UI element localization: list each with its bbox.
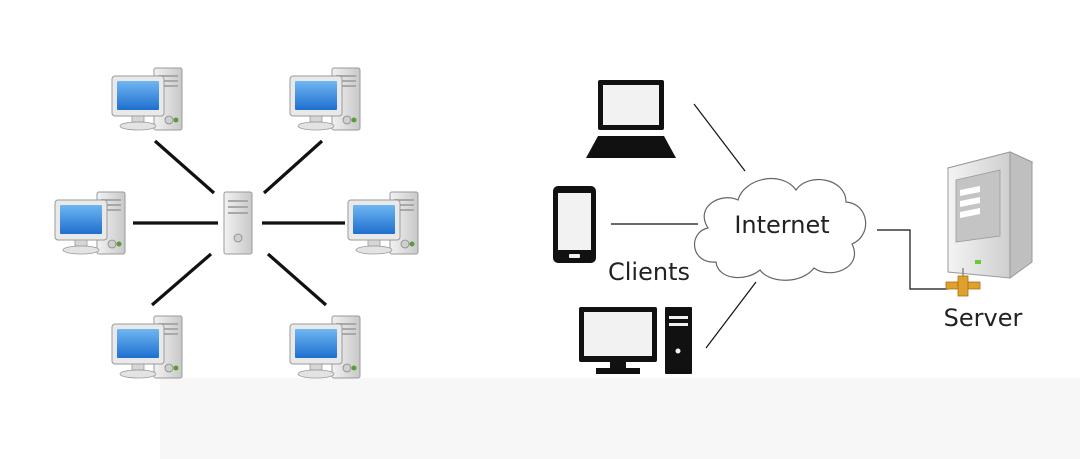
desktop-pc-icon bbox=[347, 191, 419, 255]
link-top-left bbox=[153, 139, 216, 195]
link-top-right bbox=[262, 139, 324, 195]
clients-label: Clients bbox=[608, 258, 690, 286]
star-topology bbox=[54, 67, 419, 379]
client-server-diagram: Internet Clients bbox=[553, 80, 1034, 374]
link-desktop-cloud bbox=[705, 281, 757, 349]
link-bottom-left bbox=[150, 252, 213, 307]
link-laptop-cloud bbox=[693, 103, 746, 172]
desktop-tower-icon bbox=[579, 307, 692, 374]
client-links bbox=[611, 103, 948, 349]
network-hub-icon bbox=[223, 191, 253, 255]
desktop-pc-icon bbox=[111, 67, 183, 131]
cloud-icon bbox=[693, 177, 867, 281]
bottom-tint bbox=[160, 378, 1080, 459]
link-bottom-right bbox=[266, 252, 328, 307]
desktop-pc-icon bbox=[289, 67, 361, 131]
desktop-pc-icon bbox=[54, 191, 126, 255]
server-tower-icon bbox=[945, 151, 1034, 297]
server-label: Server bbox=[944, 304, 1023, 332]
desktop-pc-icon bbox=[289, 315, 361, 379]
star-links bbox=[133, 139, 345, 307]
smartphone-icon bbox=[553, 186, 596, 263]
laptop-icon bbox=[586, 80, 676, 158]
link-cloud-server bbox=[877, 229, 948, 290]
desktop-pc-icon bbox=[111, 315, 183, 379]
internet-label: Internet bbox=[734, 211, 829, 239]
